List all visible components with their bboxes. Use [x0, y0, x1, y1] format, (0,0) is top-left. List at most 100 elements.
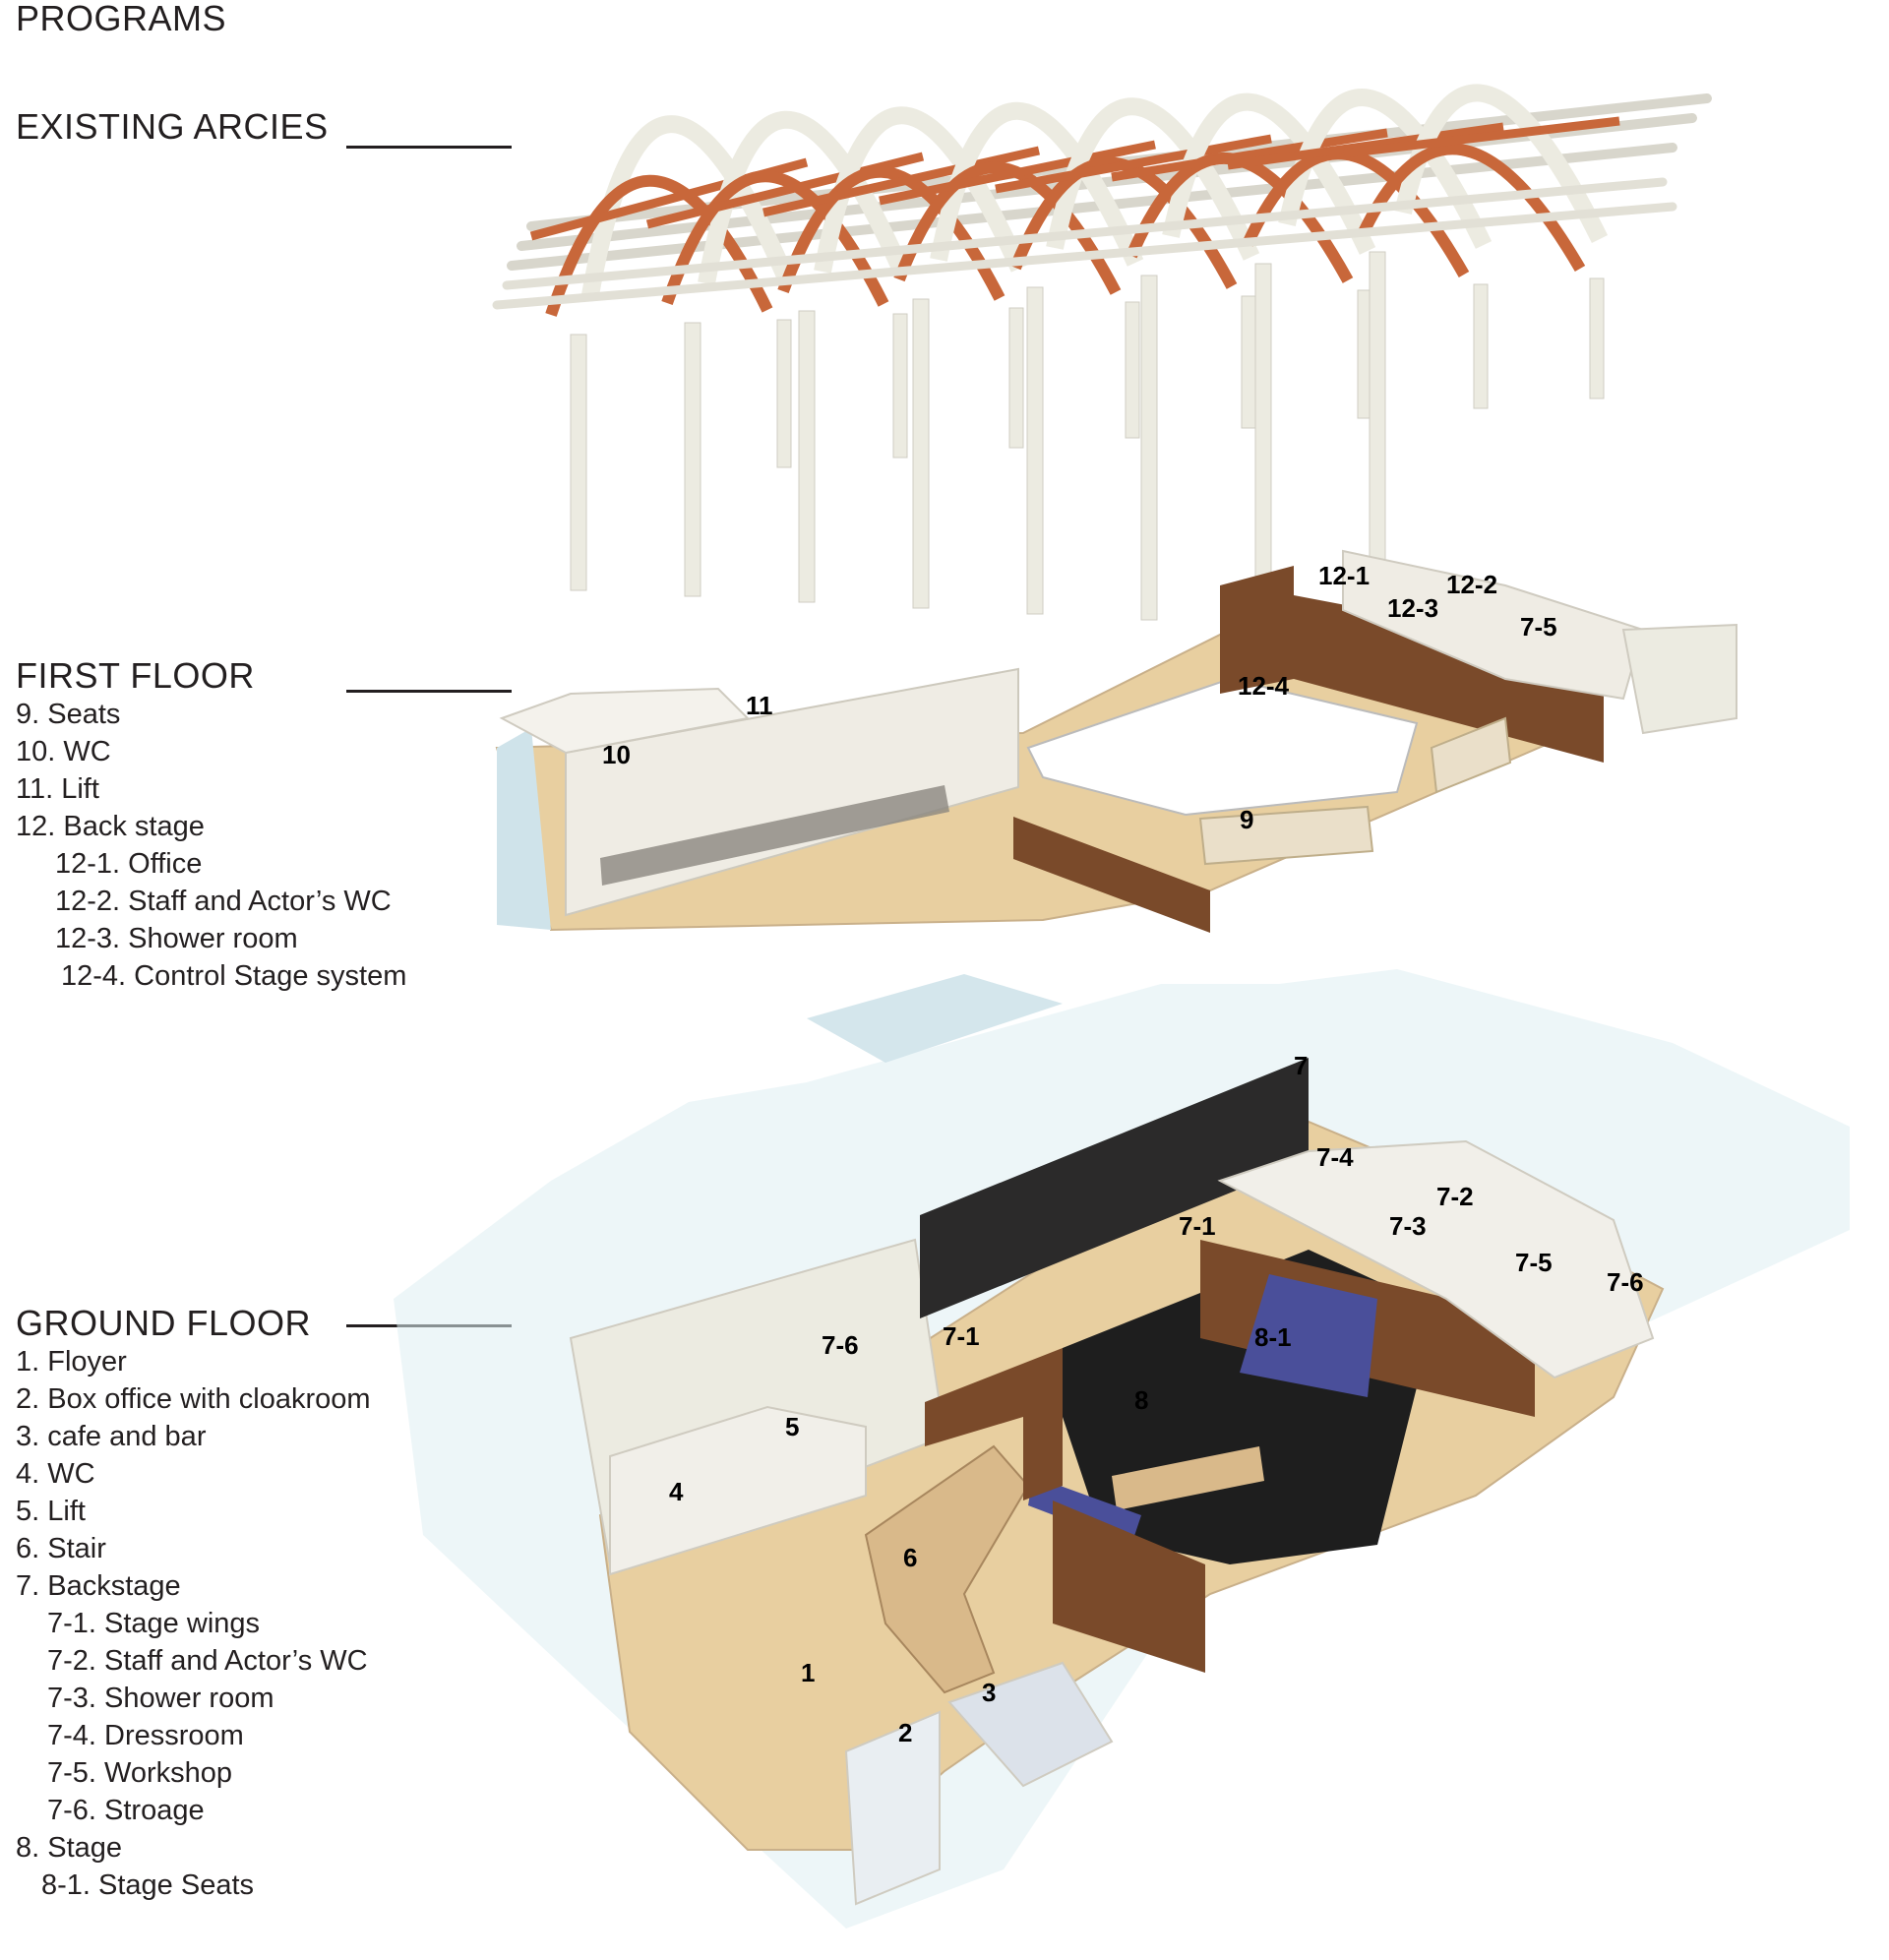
arch-column: [570, 334, 587, 591]
arch-column: [1125, 301, 1140, 439]
diagram-label-7-3: 7-3: [1389, 1211, 1427, 1241]
legend-item: 3. cafe and bar: [16, 1421, 207, 1452]
first-floor-leader-line: [346, 690, 512, 693]
diagram-label-8-1: 8-1: [1254, 1322, 1292, 1352]
ground-floor-heading: GROUND FLOOR: [16, 1303, 312, 1343]
arch-tie-bar: [492, 202, 1677, 310]
arch-column: [912, 298, 930, 609]
legend-item: 4. WC: [16, 1458, 95, 1490]
ground-floor-stage-seats: [1240, 1274, 1377, 1397]
arch-tie-bar: [502, 177, 1668, 290]
ground-floor-box-office: [844, 1710, 941, 1906]
first-floor-side-wall: [1621, 623, 1737, 735]
timber-collar-beam: [762, 146, 1040, 217]
first-floor-front-panel: [1013, 817, 1210, 933]
diagram-label-10: 10: [602, 740, 631, 769]
ground-floor-model: [394, 969, 1850, 1929]
arch-column: [1026, 286, 1044, 615]
arch-column: [684, 322, 701, 597]
arch-column: [1008, 307, 1024, 449]
diagram-label-6: 6: [903, 1543, 917, 1572]
ground-floor-partition: [1053, 1501, 1205, 1673]
legend-subitem: 7-1. Stage wings: [47, 1608, 261, 1639]
legend-item: 12. Back stage: [16, 811, 205, 842]
legend-subitem: 7-5. Workshop: [47, 1757, 233, 1789]
existing-arches-structure: [492, 84, 1712, 633]
first-floor-backstage-rooms: [1342, 549, 1645, 701]
legend-subitem: 12-4. Control Stage system: [61, 960, 407, 992]
legend-subitem: 12-3. Shower room: [55, 923, 298, 954]
legend-item: 9. Seats: [16, 699, 121, 730]
diagram-label-2: 2: [898, 1718, 912, 1747]
ground-floor-service-rooms: [609, 1405, 867, 1576]
diagram-label-7-2: 7-2: [1436, 1182, 1474, 1211]
existing-arches-heading: EXISTING ARCIES: [16, 106, 329, 147]
timber-collar-beam: [1343, 116, 1620, 158]
ground-floor-backstage-wall: [920, 1058, 1309, 1318]
diagram-label-7-5-first-floor: 7-5: [1520, 612, 1557, 642]
timber-arch-frame: [661, 170, 889, 307]
programs-title: PROGRAMS: [16, 0, 227, 38]
timber-collar-beam: [879, 140, 1156, 206]
legend-item: 5. Lift: [16, 1496, 86, 1527]
ground-floor-backstage-rooms: [1217, 1139, 1655, 1379]
first-floor-glass-edge: [497, 728, 551, 930]
existing-arches-leader-line: [346, 146, 512, 149]
legend-item: 2. Box office with cloakroom: [16, 1383, 371, 1415]
first-floor-model: [495, 549, 1737, 933]
timber-arch-frame: [545, 174, 773, 317]
arch-column: [776, 319, 792, 468]
timber-collar-beam: [1111, 128, 1388, 182]
first-floor-back-wall: [1294, 595, 1604, 763]
first-floor-seats: [1430, 716, 1512, 794]
arch-column: [1241, 295, 1256, 429]
first-floor-back-panel: [1220, 566, 1294, 694]
ground-floor-cafe: [947, 1661, 1114, 1788]
diagram-label-12-3: 12-3: [1387, 593, 1438, 623]
arch-column: [1473, 283, 1489, 409]
first-floor-seats: [1198, 805, 1374, 866]
diagram-label-9: 9: [1240, 805, 1253, 834]
ground-floor-partition: [925, 1348, 1063, 1501]
legend-item: 7. Backstage: [16, 1570, 181, 1602]
diagram-label-7-4: 7-4: [1316, 1142, 1354, 1172]
legend-item: 10. WC: [16, 736, 111, 767]
first-floor-rear-rooms: [499, 687, 751, 755]
diagram-label-1: 1: [801, 1658, 815, 1687]
legend-item: 6. Stair: [16, 1533, 106, 1564]
legend-subitem: 7-6. Stroage: [47, 1795, 205, 1826]
timber-collar-beam: [995, 134, 1272, 194]
legend-subitem: 7-4. Dressroom: [47, 1720, 244, 1751]
diagram-label-3: 3: [982, 1678, 996, 1707]
arch-column: [1254, 263, 1272, 627]
diagram-label-12-2: 12-2: [1446, 570, 1497, 599]
diagram-label-7-1-left: 7-1: [943, 1321, 980, 1351]
first-floor-railing: [600, 785, 949, 886]
legend-subitem: 7-3. Shower room: [47, 1683, 274, 1714]
diagram-label-7-1-right: 7-1: [1179, 1211, 1216, 1241]
legend-subitem: 12-2. Staff and Actor’s WC: [55, 886, 392, 917]
diagram-label-5: 5: [785, 1412, 799, 1441]
diagram-label-7-6-left: 7-6: [822, 1330, 859, 1360]
diagram-label-11: 11: [746, 691, 773, 720]
ground-floor-stair: [864, 1444, 1030, 1694]
legend-subitem: 7-2. Staff and Actor’s WC: [47, 1645, 368, 1677]
diagram-label-12-1: 12-1: [1318, 561, 1370, 590]
diagram-label-8: 8: [1134, 1385, 1148, 1415]
legend-subitem: 8-1. Stage Seats: [41, 1869, 255, 1901]
diagram-label-12-4: 12-4: [1238, 671, 1290, 701]
timber-collar-beam: [1227, 122, 1504, 170]
arch-column: [1589, 277, 1605, 399]
diagram-labels: 12-1 12-2 12-3 7-5 12-4 11 10 9 7 7-4 7-…: [602, 561, 1644, 1747]
arch-column: [892, 313, 908, 459]
ground-floor-stage-riser: [1112, 1446, 1264, 1510]
diagram-label-4: 4: [669, 1477, 684, 1506]
legend-item: 1. Floyer: [16, 1346, 127, 1378]
first-floor-heading: FIRST FLOOR: [16, 655, 255, 696]
legend-item: 8. Stage: [16, 1832, 123, 1864]
diagram-label-7: 7: [1294, 1051, 1308, 1080]
legend-subitem: 12-1. Office: [55, 848, 203, 880]
diagram-label-7-5-ground-floor: 7-5: [1515, 1248, 1553, 1277]
legend-item: 11. Lift: [16, 773, 99, 805]
